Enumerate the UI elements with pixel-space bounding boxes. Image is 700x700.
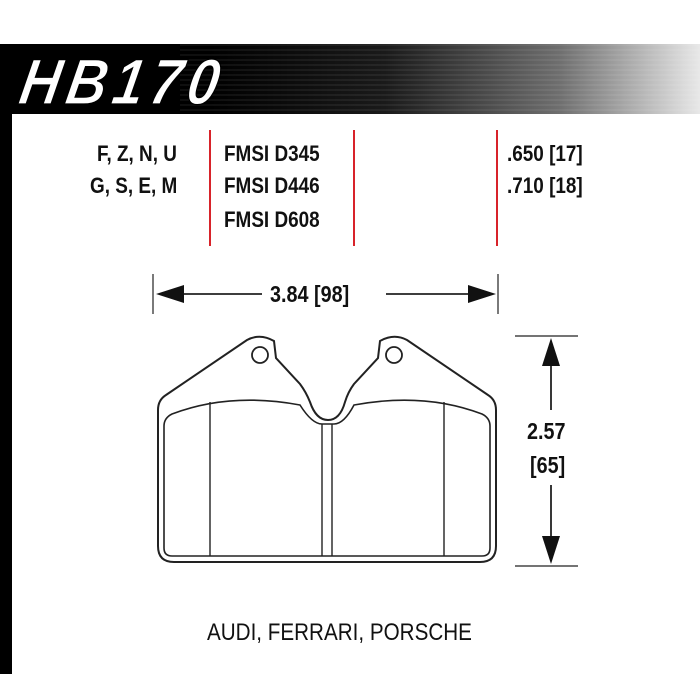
fmsi-number-2: FMSI D446 bbox=[224, 173, 320, 198]
height-arrowhead-top bbox=[542, 338, 560, 366]
width-arrowhead-left bbox=[156, 285, 184, 303]
thickness-2: .710 [18] bbox=[507, 173, 583, 198]
width-dimension-label: 3.84 [98] bbox=[270, 281, 350, 307]
height-dimension-mm: [65] bbox=[530, 452, 566, 478]
compound-codes-line-2: G, S, E, M bbox=[90, 173, 178, 198]
header-band bbox=[0, 44, 700, 114]
header-stripes bbox=[180, 44, 700, 114]
thickness-1: .650 [17] bbox=[507, 141, 583, 166]
mounting-hole-left bbox=[251, 346, 269, 364]
compound-codes-line-1: F, Z, N, U bbox=[97, 141, 177, 166]
divider-line-2 bbox=[353, 130, 355, 246]
width-arrowhead-right bbox=[468, 285, 496, 303]
backing-plate-outline bbox=[157, 335, 497, 563]
fmsi-number-3: FMSI D608 bbox=[224, 207, 320, 232]
divider-line-1 bbox=[209, 130, 211, 246]
left-border-bar bbox=[0, 44, 12, 674]
vehicle-applications: AUDI, FERRARI, PORSCHE bbox=[207, 619, 472, 646]
friction-material-outline bbox=[163, 399, 491, 557]
height-arrowhead-bottom bbox=[542, 536, 560, 564]
mounting-hole-right bbox=[385, 346, 403, 364]
fmsi-number-1: FMSI D345 bbox=[224, 141, 320, 166]
height-dimension-inches: 2.57 bbox=[527, 418, 566, 444]
divider-line-3 bbox=[496, 130, 498, 246]
